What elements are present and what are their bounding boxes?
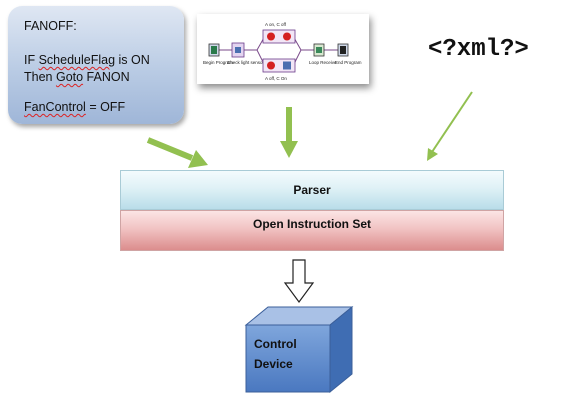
script-word-fancontrol: FanControl <box>24 100 86 114</box>
flow-node-check-icon <box>235 47 241 53</box>
arrow-xml-to-parser-shaft <box>431 91 473 153</box>
open-instruction-set-layer: Open Instruction Set <box>120 210 504 251</box>
flow-node-on-off-red-icon <box>267 32 275 41</box>
flow-node-off-on-red-icon <box>267 61 275 70</box>
script-word-scheduleflag: ScheduleFlag <box>38 53 116 67</box>
control-device-line2: Device <box>254 357 293 371</box>
flow-node-on-off-red-icon-2 <box>283 32 291 41</box>
xml-tag-label: <?xml?> <box>428 36 529 63</box>
script-word-goto: Goto <box>55 70 84 84</box>
parser-layer: Parser <box>120 170 504 210</box>
flow-label-end: End Program <box>335 60 362 65</box>
script-line-fancontrol: FanControl = OFF <box>24 100 126 114</box>
control-device-line1: Control <box>254 337 297 351</box>
flow-node-off-on-blue-icon <box>283 61 291 70</box>
flow-label-check: Check light sensor <box>227 60 265 65</box>
flow-node-begin-icon <box>211 46 217 54</box>
arrow-flow-to-parser-head <box>280 141 298 158</box>
script-line-if: IF ScheduleFlag is ON <box>24 53 150 67</box>
script-text-box: FANOFF: IF ScheduleFlag is ON Then Goto … <box>8 6 184 124</box>
flow-label-loop: Loop Receive <box>309 60 337 65</box>
script-line-then: Then Goto FANON <box>24 70 130 84</box>
device-front-face <box>245 324 331 393</box>
flow-label-on-off: A on, C off <box>265 22 287 27</box>
arrow-script-to-parser-shaft <box>146 137 194 161</box>
arrow-xml-to-parser-head <box>427 148 438 161</box>
flow-diagram-svg: Begin Program Check light sensor A on, C… <box>203 22 362 81</box>
flow-node-end-icon <box>340 46 346 54</box>
script-label-fanoff: FANOFF: <box>24 19 77 33</box>
flow-diagram-thumbnail: Begin Program Check light sensor A on, C… <box>197 14 369 84</box>
arrow-script-to-parser-head <box>188 150 208 168</box>
control-device-label: Control Device <box>254 334 324 374</box>
flow-label-begin: Begin Program <box>203 60 233 65</box>
flow-label-off-on: A off, C On <box>265 76 287 81</box>
arrow-to-device <box>283 259 315 304</box>
flow-node-loop-icon <box>316 47 322 53</box>
